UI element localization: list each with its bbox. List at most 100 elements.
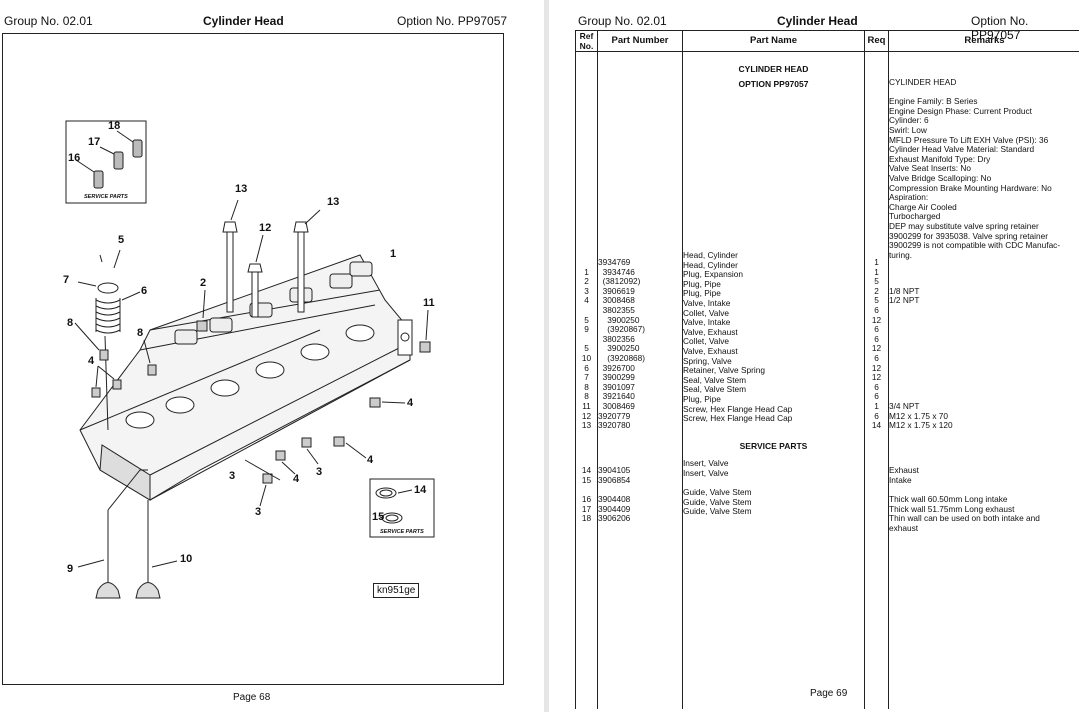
- callout-16: 16: [68, 152, 81, 164]
- page-title: Cylinder Head: [777, 14, 858, 28]
- table-row-ref: 7: [584, 372, 589, 383]
- callout-12: 12: [259, 222, 272, 234]
- table-row-ref: 5: [584, 343, 589, 354]
- table-row-req: 2: [874, 285, 879, 296]
- table-row-req: 6: [874, 391, 879, 402]
- table-row-part-number: 3900250: [598, 314, 640, 325]
- callout-3a: 3: [316, 466, 323, 478]
- callout-6: 6: [141, 285, 148, 297]
- table-row-part-name: Plug, Pipe: [683, 394, 721, 404]
- table-row-ref: 14: [581, 465, 592, 475]
- table-row-part-name: Seal, Valve Stem: [683, 384, 747, 395]
- table-row-ref: 9: [584, 324, 589, 335]
- table-row-part-number: 3904105: [598, 465, 631, 475]
- table-row-part-number: 3926700: [598, 362, 635, 373]
- table-row-part-name: Valve, Exhaust: [683, 346, 738, 356]
- table-row-ref: 13: [581, 420, 592, 431]
- table-row-part-number: (3920868): [598, 353, 646, 363]
- table-row-req: 12: [871, 343, 882, 354]
- table-row-ref: 4: [584, 295, 589, 306]
- callout-4c: 4: [367, 454, 374, 466]
- table-row-req: 6: [874, 333, 879, 344]
- remarks-column: CYLINDER HEAD Engine Family: B Series En…: [889, 52, 1079, 672]
- service-parts-box-guides: [65, 120, 147, 204]
- page-gutter: [544, 0, 552, 712]
- table-row-ref: 8: [584, 391, 589, 402]
- table-row-ref: 1: [584, 266, 589, 277]
- table-row-part-name: Screw, Hex Flange Head Cap: [683, 413, 793, 424]
- service-parts-label-1: SERVICE PARTS: [84, 194, 128, 200]
- table-row-part-name: Head, Cylinder: [683, 250, 738, 260]
- table-row-part-number: 3920779: [598, 410, 631, 421]
- table-row-part-number: 3906619: [598, 285, 635, 296]
- table-row-part-number: 3906206: [598, 513, 631, 524]
- callout-11: 11: [423, 297, 435, 309]
- callout-14: 14: [414, 484, 427, 496]
- table-row-req: 6: [874, 324, 879, 335]
- table-row-part-name: Screw, Hex Flange Head Cap: [683, 403, 793, 414]
- col-header-ref: Ref No.: [575, 30, 598, 52]
- table-row-req: 6: [874, 353, 879, 363]
- table-row-remarks: 3/4 NPT: [889, 401, 920, 411]
- col-header-req: Req: [864, 30, 889, 52]
- table-row-ref: 11: [582, 401, 591, 411]
- table-row-req: 5: [874, 295, 879, 306]
- figure-frame: [2, 33, 504, 685]
- group-number: Group No. 02.01: [578, 14, 667, 28]
- callout-1: 1: [390, 248, 397, 260]
- left-page: Group No. 02.01 Cylinder Head Option No.…: [2, 14, 508, 703]
- callout-3b: 3: [255, 506, 262, 518]
- table-row-part-name: Insert, Valve: [683, 467, 729, 478]
- table-row-ref: 12: [581, 410, 592, 421]
- table-row-part-number: 3900250: [598, 343, 640, 354]
- figure-tag: kn951ge: [373, 583, 420, 598]
- table-row-part-name: Valve, Exhaust: [683, 326, 738, 337]
- table-row-ref: 10: [581, 353, 592, 363]
- service-parts-label-2: SERVICE PARTS: [380, 529, 424, 535]
- page-title: Cylinder Head: [203, 14, 284, 28]
- table-row-part-name: Guide, Valve Stem: [683, 496, 752, 507]
- table-row-part-number: (3920867): [598, 324, 646, 335]
- col-header-part-name: Part Name: [682, 30, 865, 52]
- heading-option: OPTION PP97057: [738, 79, 809, 89]
- callout-7: 7: [63, 274, 70, 286]
- callout-10: 10: [180, 553, 193, 565]
- table-row-remarks: M12 x 1.75 x 120: [889, 420, 953, 431]
- table-row-req: 6: [874, 305, 879, 315]
- table-row-req: 6: [874, 381, 879, 392]
- table-row-part-name: Spring, Valve: [683, 355, 732, 366]
- table-row-req: 1: [874, 266, 879, 277]
- heading-service-parts: SERVICE PARTS: [739, 441, 808, 451]
- table-row-part-name: Retainer, Valve Spring: [683, 365, 765, 376]
- callout-15: 15: [372, 511, 385, 523]
- table-row-part-number: 3921640: [598, 391, 635, 402]
- table-row-remarks: Thick wall 60.50mm Long intake: [889, 494, 1008, 504]
- table-row-ref: 6: [584, 362, 589, 373]
- callout-3c: 3: [229, 470, 236, 482]
- table-row-req: 12: [871, 314, 882, 325]
- table-row-ref: 16: [581, 494, 592, 504]
- callout-17: 17: [88, 136, 101, 148]
- callout-9: 9: [67, 563, 74, 575]
- callout-8b: 8: [137, 327, 144, 339]
- callout-8a: 8: [67, 317, 74, 329]
- callout-4b: 4: [407, 397, 414, 409]
- table-row-remarks: 1/2 NPT: [889, 295, 920, 306]
- table-row-part-number: (3812092): [598, 276, 641, 287]
- table-row-ref: 2: [584, 276, 589, 287]
- group-number: Group No. 02.01: [4, 14, 93, 28]
- table-row-part-number: 3904408: [598, 494, 631, 504]
- table-row-ref: 15: [581, 474, 592, 485]
- table-row-part-name: Collet, Valve: [683, 307, 729, 318]
- table-row-part-name: Insert, Valve: [683, 458, 729, 468]
- table-row-req: 1: [874, 257, 879, 267]
- table-row-part-name: Valve, Intake: [683, 298, 731, 308]
- table-row-req: 12: [871, 362, 882, 373]
- table-row-part-name: Plug, Pipe: [683, 288, 721, 299]
- table-row-part-name: Plug, Pipe: [683, 278, 721, 289]
- col-header-remarks: Remarks: [888, 30, 1079, 52]
- table-row-part-number: 3900299: [598, 372, 635, 383]
- table-row-req: 6: [874, 410, 879, 421]
